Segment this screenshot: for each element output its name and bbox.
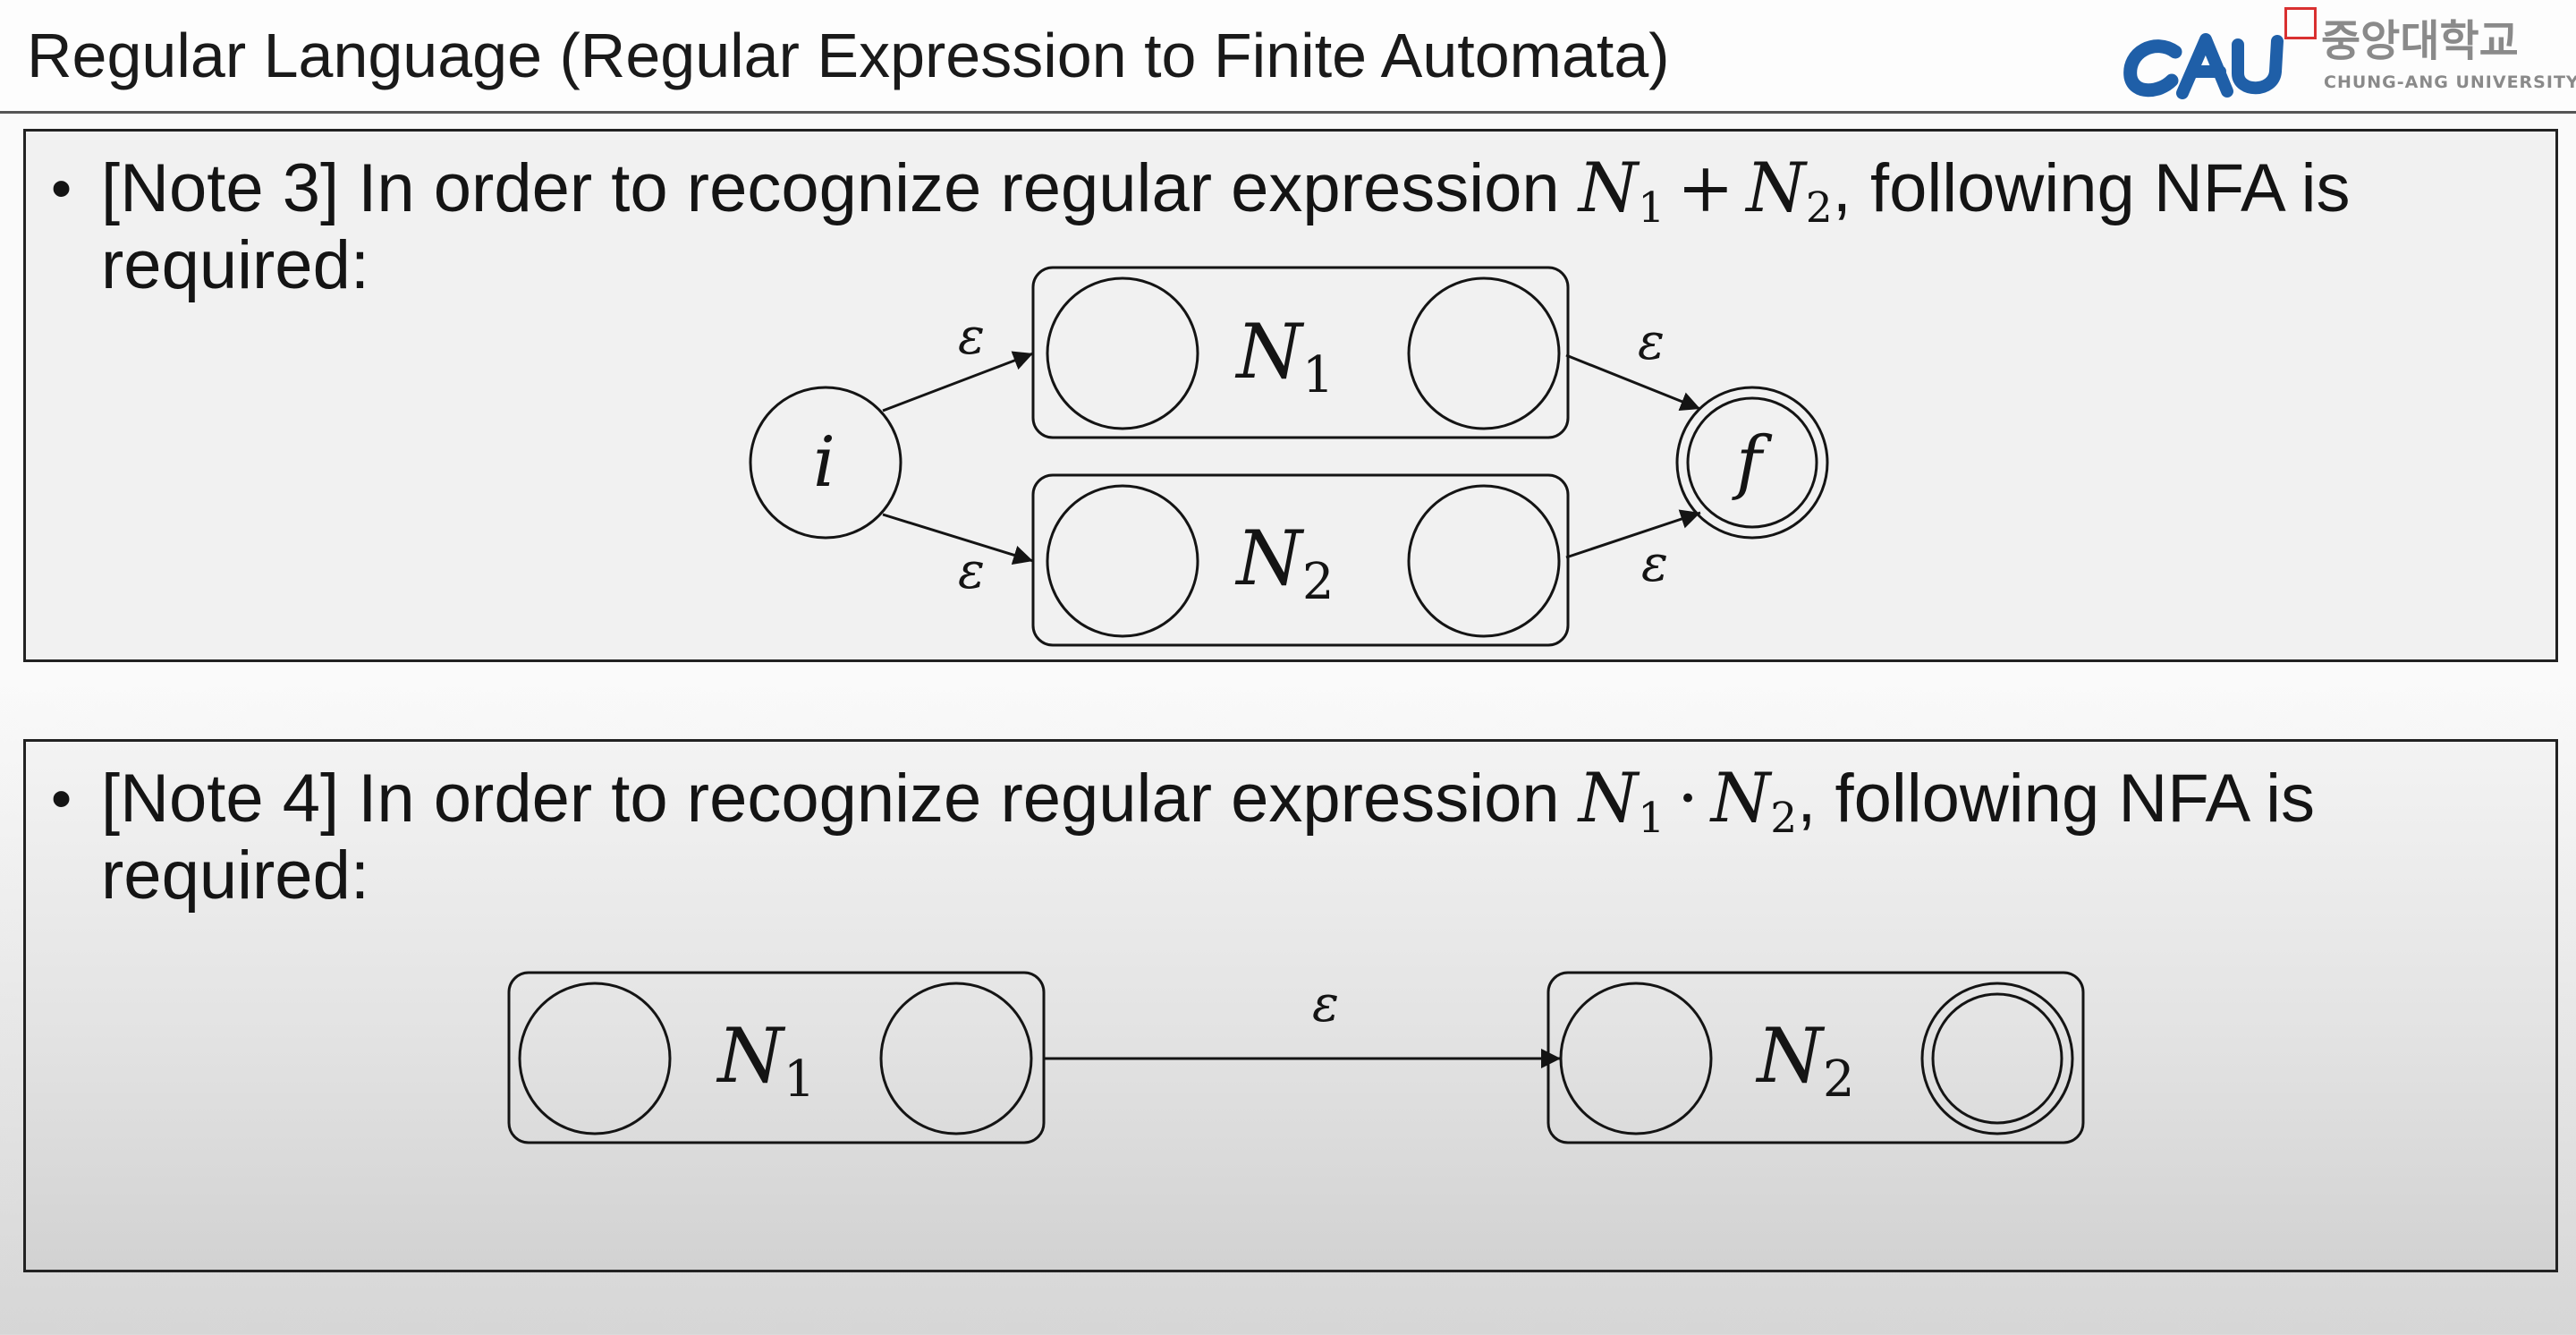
header-divider bbox=[0, 111, 2576, 114]
bullet: • bbox=[51, 155, 72, 221]
note-4-prefix: [Note 4] In order to recognize regular e… bbox=[101, 761, 1579, 837]
machine-n2-box: N2 bbox=[1031, 473, 1570, 647]
university-name-korean: 중앙대학교 bbox=[2321, 16, 2519, 66]
note-3-expression: N1+N2 bbox=[1578, 148, 1833, 233]
note-4-box: • [Note 4] In order to recognize regular… bbox=[23, 739, 2558, 1272]
n2-accept-state-outer bbox=[1920, 982, 2074, 1135]
start-state-i: i bbox=[749, 386, 902, 540]
union-nfa-diagram: N1 N2 i f ε ε ε ε bbox=[749, 266, 1829, 647]
n2-label: N2 bbox=[1755, 1012, 1854, 1109]
note-3-box: • [Note 3] In order to recognize regular… bbox=[23, 129, 2558, 662]
epsilon-label-i-n1: ε bbox=[958, 308, 985, 366]
cau-logo-mark bbox=[2123, 33, 2284, 99]
n1-start-state bbox=[1046, 276, 1199, 430]
machine-n1-box: N1 bbox=[1031, 266, 1570, 439]
svg-text:i: i bbox=[813, 422, 835, 503]
slide-marker-icon bbox=[2284, 7, 2317, 39]
n1-accept-state bbox=[879, 982, 1033, 1135]
svg-text:f: f bbox=[1732, 422, 1773, 503]
concatenation-nfa-diagram: N1 N2 ε bbox=[507, 971, 2085, 1144]
edge-i-to-n1 bbox=[882, 351, 1034, 412]
n1-accept-state bbox=[1407, 276, 1561, 430]
slide-header: Regular Language (Regular Expression to … bbox=[0, 0, 2576, 114]
n2-start-state bbox=[1046, 484, 1199, 638]
n2-accept-state bbox=[1407, 484, 1561, 638]
bullet: • bbox=[51, 765, 72, 831]
slide-title: Regular Language (Regular Expression to … bbox=[27, 21, 1670, 90]
note-3-suffix: , following NFA is required: bbox=[101, 150, 2351, 303]
machine-n2-box: N2 bbox=[1546, 971, 2085, 1144]
edge-n2-to-f bbox=[1565, 509, 1701, 559]
edge-i-to-n2 bbox=[882, 513, 1034, 565]
note-3-text: [Note 3] In order to recognize regular e… bbox=[101, 149, 2534, 304]
machine-n1-box: N1 bbox=[507, 971, 1046, 1144]
note-4-text: [Note 4] In order to recognize regular e… bbox=[101, 760, 2534, 914]
epsilon-label-n1-n2: ε bbox=[1312, 975, 1339, 1033]
epsilon-label-n2-f: ε bbox=[1641, 535, 1668, 593]
note-3-prefix: [Note 3] In order to recognize regular e… bbox=[101, 150, 1579, 226]
n1-label: N1 bbox=[716, 1012, 815, 1109]
note-4-expression: N1·N2 bbox=[1578, 758, 1798, 843]
epsilon-label-i-n2: ε bbox=[958, 542, 985, 600]
n2-label: N2 bbox=[1234, 514, 1334, 611]
n1-start-state bbox=[518, 982, 672, 1135]
n2-start-state bbox=[1559, 982, 1713, 1135]
n1-label: N1 bbox=[1234, 308, 1334, 404]
note-4-suffix: , following NFA is required: bbox=[101, 761, 2315, 914]
university-logo: 중앙대학교 CHUNG-ANG UNIVERSITY bbox=[2120, 5, 2576, 106]
epsilon-label-n1-f: ε bbox=[1638, 313, 1665, 371]
n2-accept-state-inner bbox=[1931, 992, 2063, 1125]
edge-n1-to-f bbox=[1565, 353, 1701, 412]
university-name-english: CHUNG-ANG UNIVERSITY bbox=[2324, 72, 2576, 92]
